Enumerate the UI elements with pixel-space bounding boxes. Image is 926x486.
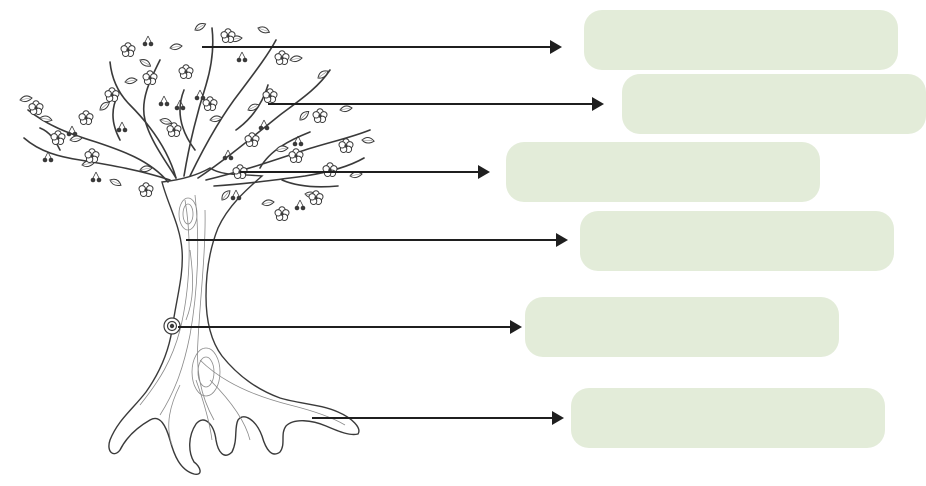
label-box-5[interactable] — [525, 297, 839, 357]
label-box-6[interactable] — [571, 388, 885, 448]
label-box-4[interactable] — [580, 211, 894, 271]
pointer-arrows — [178, 40, 604, 425]
tree-trunk — [108, 167, 360, 475]
label-box-1[interactable] — [584, 10, 898, 70]
label-box-3[interactable] — [506, 142, 820, 202]
tree-branches — [23, 27, 371, 188]
trunk-knot — [163, 317, 181, 335]
label-box-2[interactable] — [622, 74, 926, 134]
trunk-texture — [139, 194, 346, 446]
